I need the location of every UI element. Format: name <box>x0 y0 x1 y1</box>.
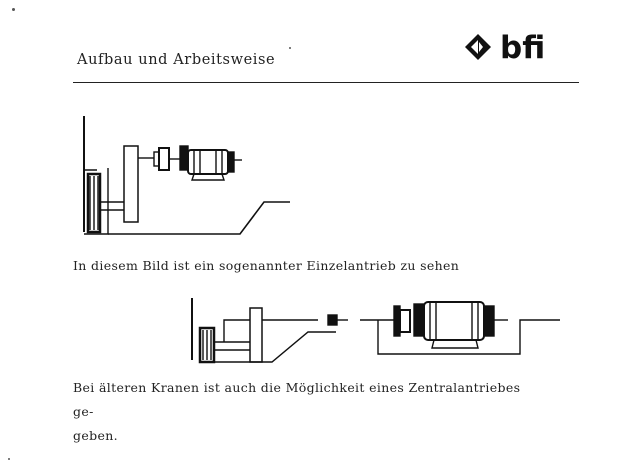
scan-speck <box>8 458 10 460</box>
figure-caption-central-drive: Bei älteren Kranen ist auch die Möglichk… <box>73 376 543 448</box>
diamond-icon <box>465 34 491 60</box>
figure-caption-single-drive: In diesem Bild ist ein sogenannter Einze… <box>73 258 460 273</box>
figure-single-drive <box>83 116 290 235</box>
scan-speck <box>12 8 15 11</box>
figure-central-drive <box>191 298 560 364</box>
bfi-logo: bfi <box>465 31 545 63</box>
header-divider <box>73 82 579 83</box>
svg-text:bfi: bfi <box>500 31 545 63</box>
scan-speck <box>289 47 291 49</box>
page-title: Aufbau und Arbeitsweise <box>77 52 276 68</box>
caption-line: geben. <box>73 428 118 443</box>
caption-line: Bei älteren Kranen ist auch die Möglichk… <box>73 380 521 419</box>
